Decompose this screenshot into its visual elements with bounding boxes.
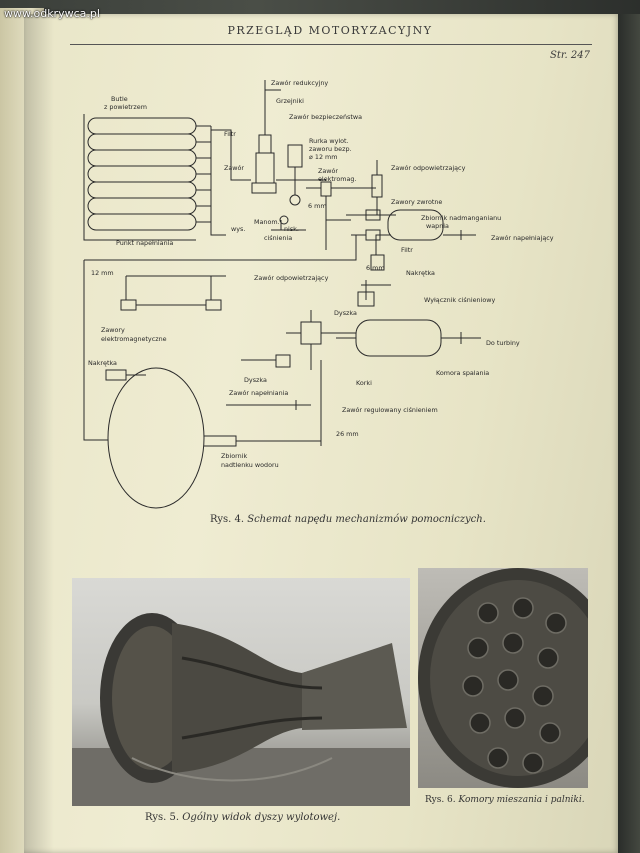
- figure-5-prefix: Rys. 5.: [145, 812, 180, 823]
- figure-6-caption: Rys. 6. Komory mieszania i palniki.: [425, 795, 595, 805]
- engine-nozzle-illustration: [72, 613, 410, 806]
- label-zawory-elektro-2: elektromagnetyczne: [101, 335, 167, 343]
- label-nakretka-right: Nakrętka: [406, 269, 435, 277]
- figure-5-caption: Rys. 5. Ogólny widok dyszy wylotowej.: [145, 812, 405, 823]
- label-zawor-odpowietrzajacy-top: Zawór odpowietrzający: [391, 164, 466, 172]
- label-dyszka-top: Dyszka: [334, 309, 357, 317]
- label-zawor-odpowietrzajacy-mid: Zawór odpowietrzający: [254, 274, 329, 282]
- label-zawor-regulowany: Zawór regulowany ciśnieniem: [342, 406, 438, 414]
- figure-4-prefix: Rys. 4.: [210, 514, 245, 525]
- label-zawor-napelniania: Zawór napełniania: [229, 389, 288, 397]
- mixing-chambers-illustration: [418, 568, 588, 788]
- label-6mm-mid: 6 mm: [366, 264, 385, 272]
- label-wylacznik: Wyłącznik ciśnieniowy: [424, 296, 495, 304]
- label-dyszka-bottom: Dyszka: [244, 376, 267, 384]
- label-zbiornik-nadmanganianu-1: Zbiornik nadmanganianu: [421, 214, 501, 222]
- spine-shadow: [24, 14, 54, 853]
- label-komora-spalania: Komora spalania: [436, 369, 489, 377]
- figure-5-text: Ogólny widok dyszy wylotowej.: [182, 812, 341, 823]
- label-grzejniki: Grzejniki: [276, 97, 304, 105]
- label-rurka-1: Rurka wylot.: [309, 137, 349, 145]
- label-nisk: nisk.: [284, 225, 299, 233]
- label-zbiornik-2: nadtlenku wodoru: [221, 461, 279, 469]
- figure-6-text: Komory mieszania i palniki.: [458, 795, 585, 805]
- label-zawor-elektromag-1: Zawór: [318, 167, 338, 175]
- label-wys: wys.: [231, 225, 245, 233]
- label-zawor-napelniajacy-right: Zawór napełniający: [491, 234, 554, 242]
- label-butle: Butle: [111, 95, 128, 103]
- label-zawor-elektromag-2: elektromag.: [318, 175, 356, 183]
- figure-4-text: Schemat napędu mechanizmów pomocniczych.: [247, 514, 486, 525]
- label-zbiornik-1: Zbiornik: [221, 452, 247, 460]
- label-zawor-bezpieczenstwa: Zawór bezpieczeństwa: [289, 113, 362, 121]
- label-punkt-napelniania: Punkt napełniania: [116, 239, 173, 247]
- label-z-powietrzem: z powietrzem: [104, 103, 147, 111]
- figure-4-caption: Rys. 4. Schemat napędu mechanizmów pomoc…: [210, 514, 510, 525]
- running-title: PRZEGLĄD MOTORYZACYJNY: [227, 24, 433, 37]
- label-zawory-zwrotne: Zawory zwrotne: [391, 198, 442, 206]
- label-6mm-top: 6 mm: [308, 202, 327, 210]
- label-rurka-2: zaworu bezp.: [309, 145, 352, 153]
- label-zawory-elektro-1: Zawory: [101, 326, 125, 334]
- cover-edge: [618, 14, 640, 853]
- label-manom: Manom.: [254, 218, 280, 226]
- label-filtr-top: Filtr: [224, 130, 236, 138]
- label-do-turbiny: Do turbiny: [486, 339, 520, 347]
- schematic-diagram: Butle z powietrzem Filtr Zawór Zawór red…: [66, 70, 586, 510]
- header-rule: [70, 44, 592, 45]
- label-zawor-redukcyjny: Zawór redukcyjny: [271, 79, 328, 87]
- label-korki: Korki: [356, 379, 372, 387]
- figure-6-prefix: Rys. 6.: [425, 795, 456, 805]
- photo-engine-nozzle: [72, 578, 410, 806]
- label-cisnienia: ciśnienia: [264, 234, 292, 242]
- label-nakretka-left: Nakrętka: [88, 359, 117, 367]
- photo-mixing-chambers: [418, 568, 588, 788]
- label-zawor-left: Zawór: [224, 164, 244, 172]
- air-bottles: [87, 117, 197, 231]
- site-watermark: www.odkrywca.pl: [4, 7, 100, 20]
- label-26mm: 26 mm: [336, 430, 359, 438]
- schematic-svg: Butle z powietrzem Filtr Zawór Zawór red…: [83, 79, 554, 509]
- label-12mm: 12 mm: [91, 269, 114, 277]
- label-filtr-right: Filtr: [401, 246, 413, 254]
- label-zbiornik-nadmanganianu-2: wapnia: [426, 222, 449, 230]
- label-rurka-3: ⌀ 12 mm: [309, 153, 338, 161]
- page-number: Str. 247: [550, 50, 590, 61]
